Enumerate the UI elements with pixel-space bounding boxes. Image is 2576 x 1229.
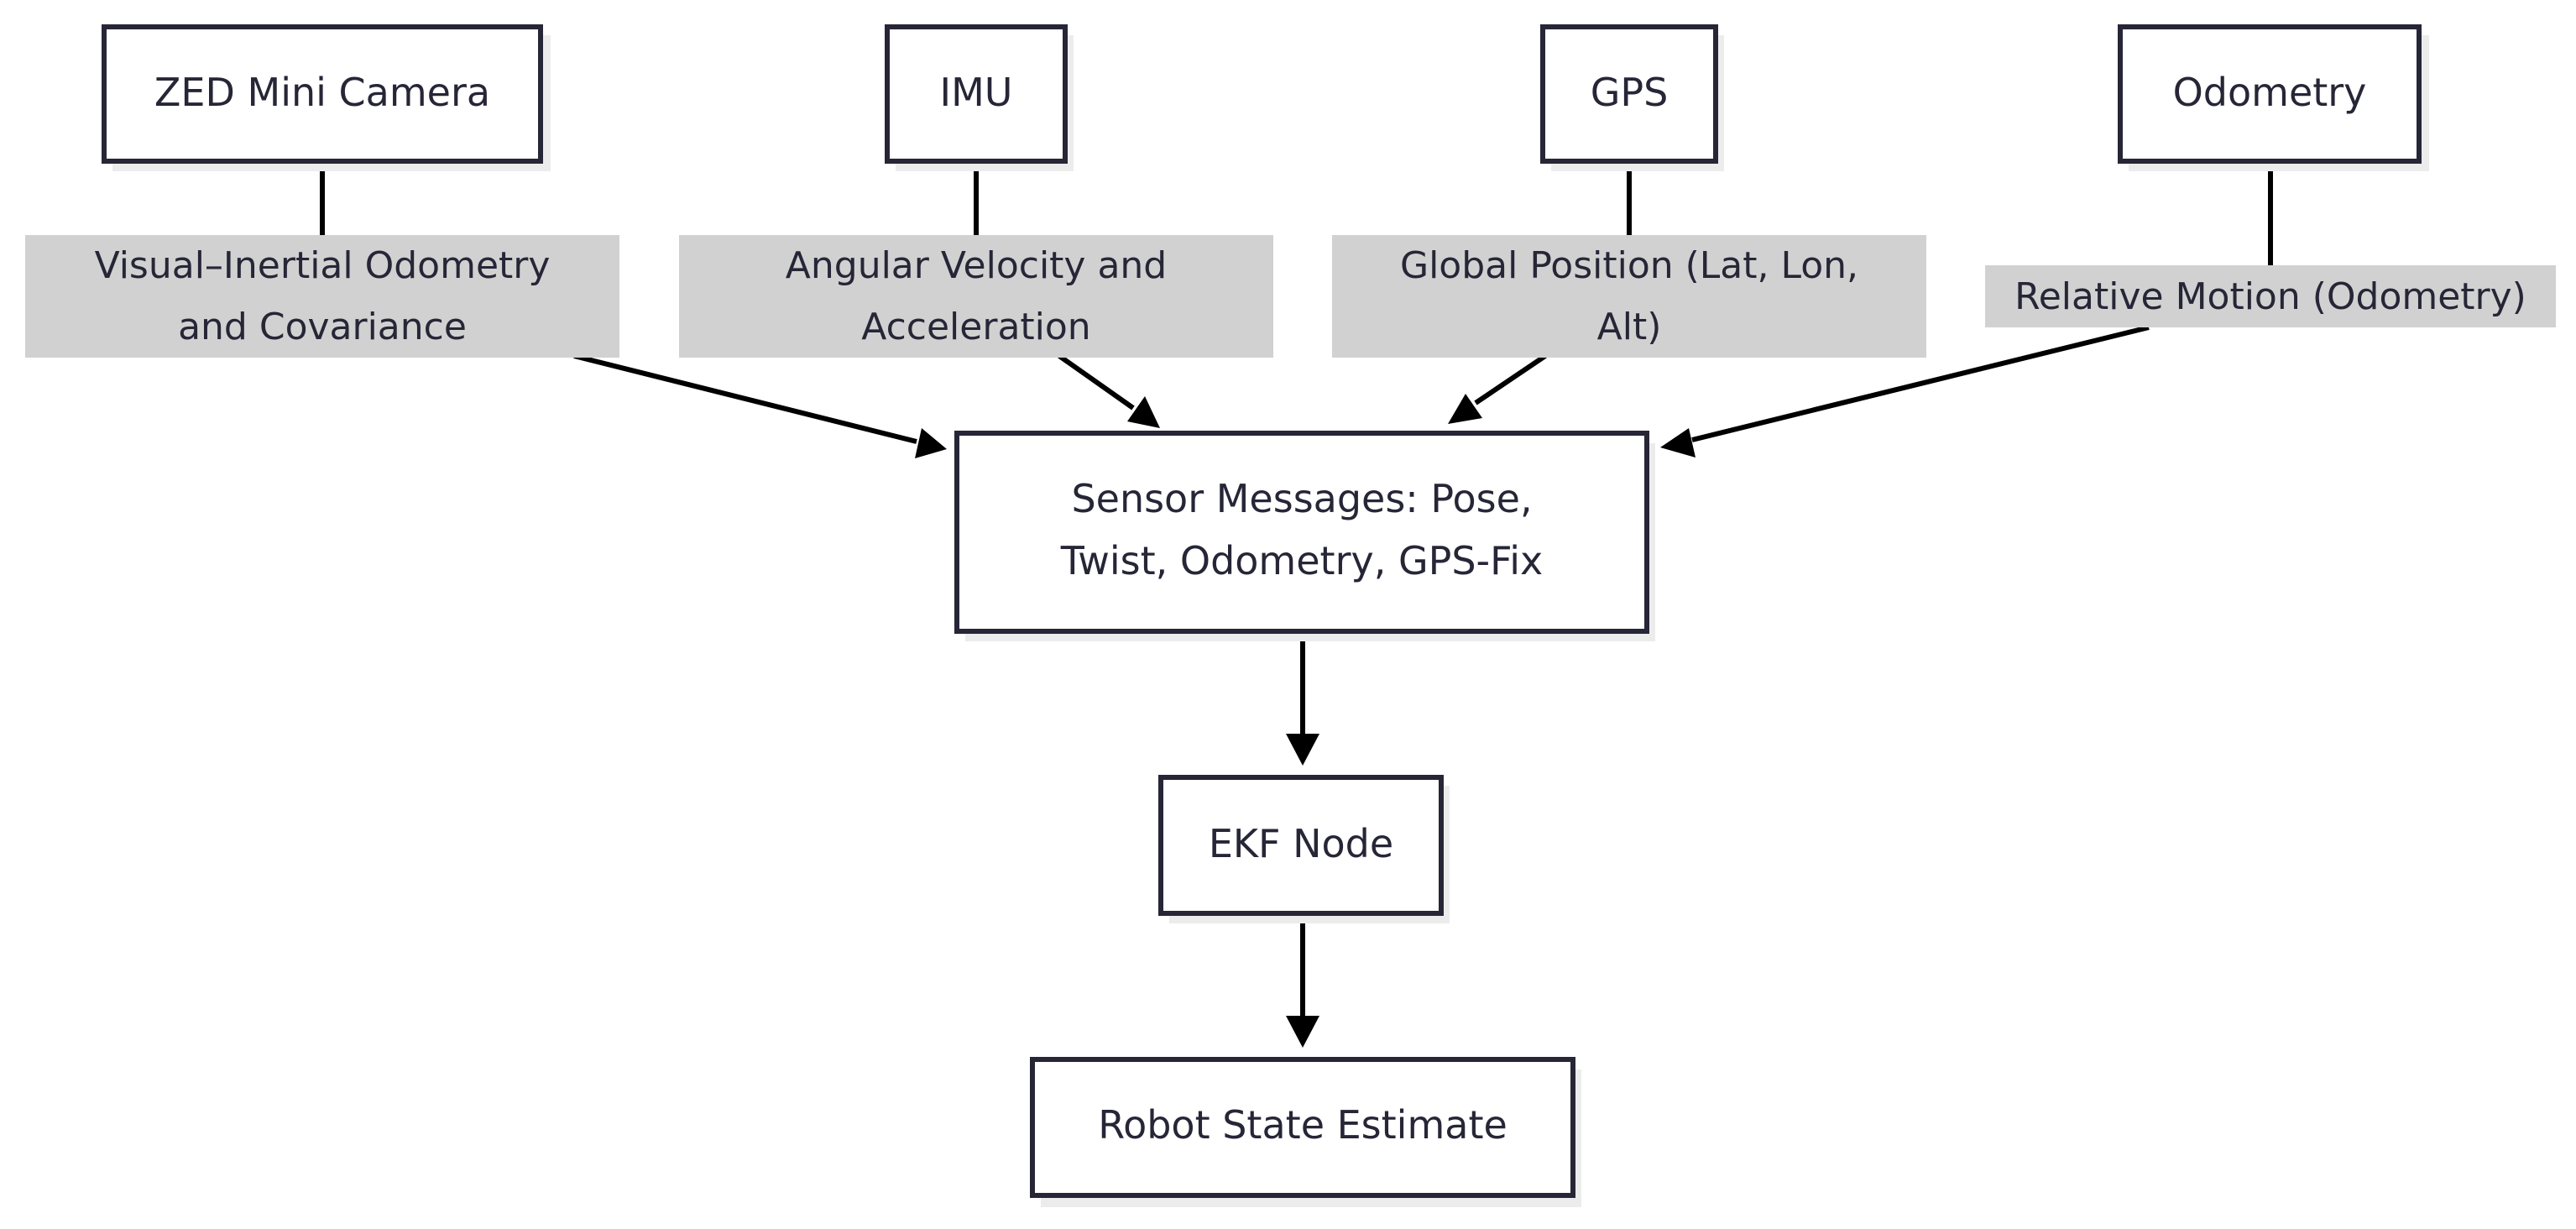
node-sensor-messages-line-1: Sensor Messages: Pose, [1071,476,1532,521]
arrowhead-zed [915,428,947,458]
node-gps-text: GPS [1591,70,1669,115]
label-zed: Visual–Inertial Odometry and Covariance [25,235,619,358]
arrowhead-robot-state [1286,1016,1319,1048]
node-odometry: Odometry [2118,24,2429,171]
node-sensor-messages-line-2: Twist, Odometry, GPS-Fix [1060,538,1544,583]
node-imu-text: IMU [940,70,1013,115]
label-gps-line-1: Global Position (Lat, Lon, [1400,244,1858,287]
edge-imu-label-to-sensor-messages [1058,353,1135,411]
node-robot-state-estimate: Robot State Estimate [1030,1057,1581,1207]
node-sensor-messages: Sensor Messages: Pose, Twist, Odometry, … [954,431,1655,641]
arrowhead-imu [1127,396,1160,428]
node-odometry-text: Odometry [2173,70,2367,115]
label-imu-line-1: Angular Velocity and [786,244,1167,287]
arrowhead-odometry [1660,428,1696,458]
label-odometry-line-1: Relative Motion (Odometry) [2014,275,2526,318]
label-gps: Global Position (Lat, Lon, Alt) [1332,235,1926,358]
arrowhead-gps [1448,394,1482,424]
edge-odometry-label-to-sensor-messages [1691,325,2150,442]
edge-zed-label-to-sensor-messages [573,353,917,444]
label-imu: Angular Velocity and Acceleration [679,235,1273,358]
node-ekf-text: EKF Node [1209,821,1393,866]
node-imu: IMU [885,24,1074,171]
node-zed-mini-camera: ZED Mini Camera [102,24,551,171]
label-odometry: Relative Motion (Odometry) [1985,265,2556,327]
node-zed-mini-camera-text: ZED Mini Camera [154,70,490,115]
node-gps: GPS [1540,24,1724,171]
label-imu-line-2: Acceleration [861,306,1090,348]
label-zed-line-1: Visual–Inertial Odometry [95,244,551,287]
label-zed-line-2: and Covariance [178,306,467,348]
label-gps-line-2: Alt) [1597,306,1662,348]
node-ekf: EKF Node [1158,775,1450,923]
edge-gps-label-to-sensor-messages [1474,353,1547,405]
node-robot-state-estimate-text: Robot State Estimate [1098,1102,1507,1148]
arrowhead-ekf [1286,734,1319,766]
